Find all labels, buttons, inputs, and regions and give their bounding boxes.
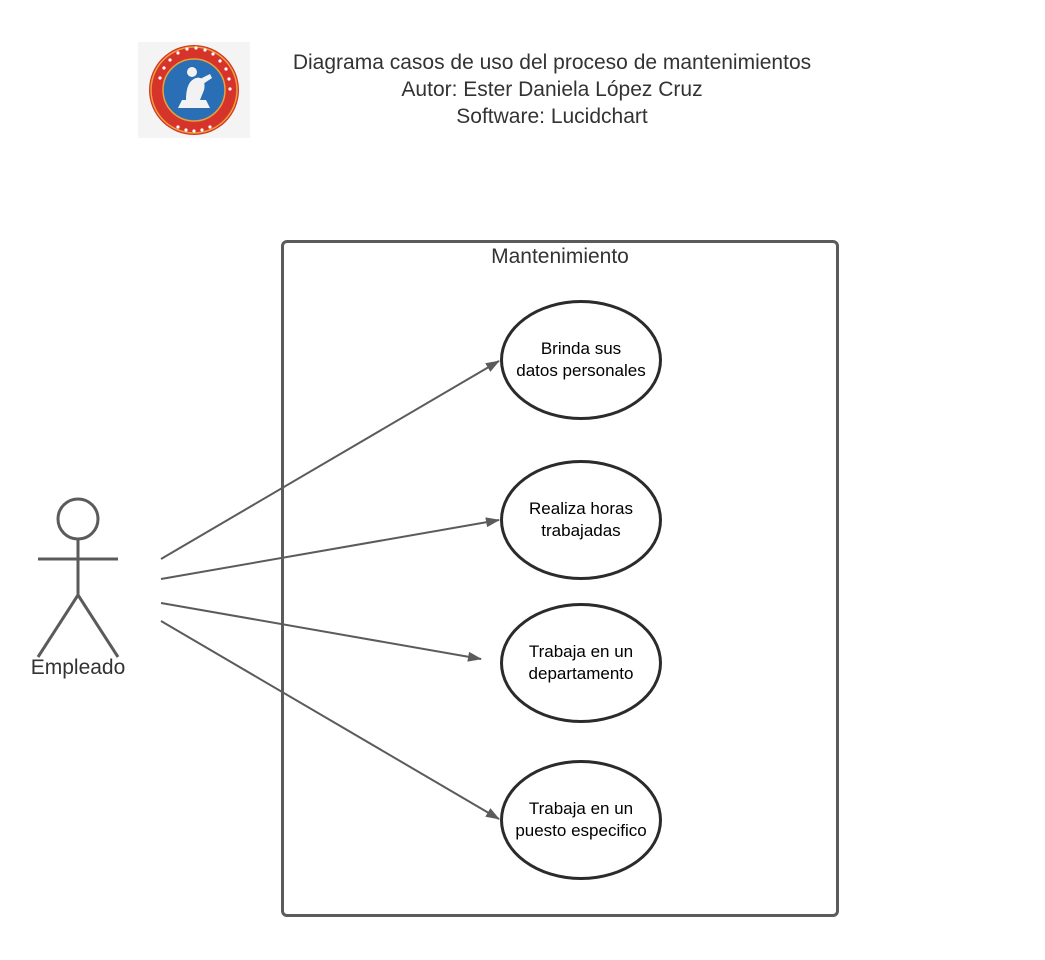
use-case-realiza-horas[interactable]: Realiza horas trabajadas — [500, 460, 662, 580]
actor-left-leg — [36, 594, 80, 658]
actor-right-leg — [76, 594, 120, 658]
association-arrow-2 — [160, 517, 500, 580]
system-boundary-label: Mantenimiento — [491, 245, 629, 268]
association-arrow-3 — [160, 602, 482, 662]
diagram-software: Software: Lucidchart — [456, 105, 648, 128]
use-case-trabaja-departamento[interactable]: Trabaja en un departamento — [500, 603, 662, 723]
actor-figure-icon — [36, 497, 120, 658]
association-arrow-1 — [160, 360, 500, 560]
diagram-title: Diagrama casos de uso del proceso de man… — [292, 51, 812, 74]
actor-label: Empleado — [30, 656, 126, 679]
diagram-author: Autor: Ester Daniela López Cruz — [401, 78, 703, 101]
actor-head — [56, 497, 100, 541]
association-arrow-4 — [160, 620, 500, 820]
use-case-brinda-datos[interactable]: Brinda sus datos personales — [500, 300, 662, 420]
university-seal-logo — [138, 42, 250, 138]
system-boundary[interactable] — [281, 240, 839, 917]
use-case-trabaja-puesto[interactable]: Trabaja en un puesto especifico — [500, 760, 662, 880]
